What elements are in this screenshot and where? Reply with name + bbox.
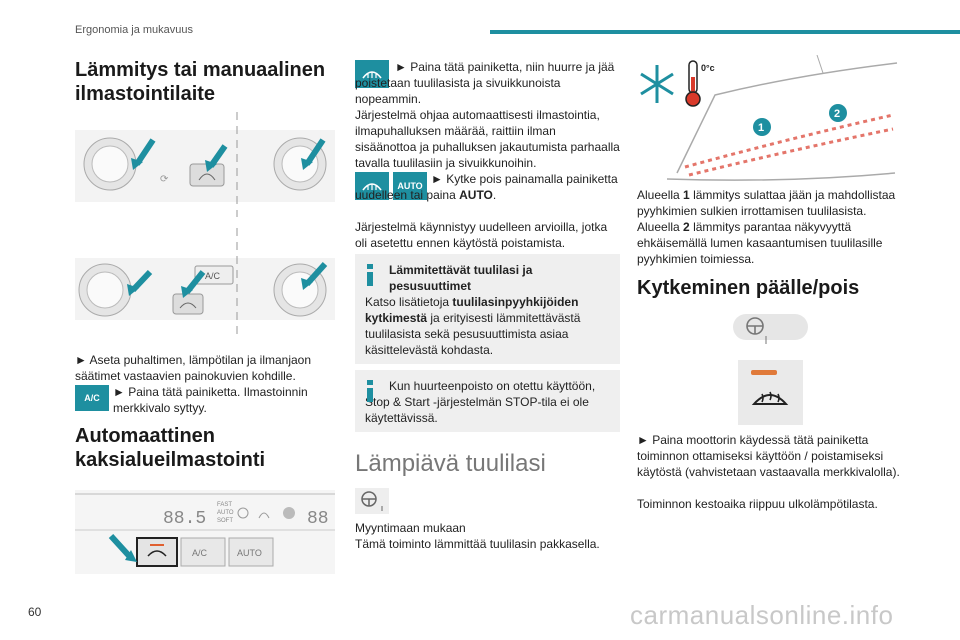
info-box-stop-start: Kun huurteenpoisto on otettu käyttöön, S… [355, 370, 620, 432]
panel-ac-button: A/C [192, 548, 208, 558]
zone1-post: lämmitys sulattaa jään ja mahdollistaa p… [637, 188, 896, 218]
temp-label: 0°c [701, 63, 715, 73]
defrost-icon [362, 71, 382, 79]
defrost-button-badge [355, 60, 389, 88]
para-switch-off: ► Kytke pois painamalla painiketta uudel… [355, 171, 620, 203]
heading-switch-on-off: Kytkeminen päälle/pois [637, 277, 860, 299]
info-box-heated-windscreen: Lämmitettävät tuulilasi ja pesusuuttimet… [355, 254, 620, 364]
figure-manual-panel-1: ⟳ [75, 112, 335, 217]
ac-button-badge: A/C [75, 385, 109, 411]
info-box-pre: Katso lisätietoja [365, 295, 450, 309]
zone2-num: 2 [683, 220, 690, 234]
panel-mode-auto: AUTO [217, 510, 234, 516]
watermark: carmanualsonline.info [630, 600, 894, 630]
section-header: Ergonomia ja mukavuus [75, 24, 194, 36]
indicator-lamp [751, 370, 777, 375]
defrost-button-badge-2 [355, 172, 389, 200]
steering-wheel-icon [733, 312, 808, 346]
zone1-num: 1 [683, 188, 690, 202]
info-box-post: ja erityisesti lämmitettävästä tuulilasi… [365, 311, 581, 357]
para-defrost-press: ► Paina tätä painiketta, niin huurre ja … [355, 60, 615, 106]
windscreen-defrost-icon [751, 391, 789, 405]
para-restart: Järjestelmä käynnistyy uudelleen arvioil… [355, 220, 608, 250]
panel-temp-display: 88.5 [163, 509, 206, 529]
para-zone-1: Alueella 1 lämmitys sulattaa jään ja mah… [637, 187, 902, 219]
figure-manual-panel-2: A/C [75, 228, 335, 340]
zone2-post: lämmitys parantaa näkyvyyttä ehkäisemäll… [637, 220, 883, 266]
header-accent-bar [490, 30, 960, 34]
thermometer-icon [685, 60, 701, 107]
para-zone-2: Alueella 2 lämmitys parantaa näkyvyyttä … [637, 219, 902, 267]
heading-manual-ac: Lämmitys tai manuaalinen ilmastointilait… [75, 59, 326, 105]
defrost-icon [362, 183, 382, 191]
para-system-controls: Järjestelmä ohjaa automaattisesti ilmast… [355, 108, 620, 170]
zone-marker-1: 1 [758, 122, 764, 134]
info-box-link: tuulilasinpyyhkijöiden kytkimestä [365, 295, 579, 325]
para-press-engine-running: ► Paina moottorin käydessä tätä painiket… [637, 433, 900, 479]
switch-off-text: ► Kytke pois painamalla painiketta uudel… [355, 172, 618, 202]
figure-windscreen-zones: 0°c 1 2 [637, 55, 902, 185]
info-box-title: Lämmitettävät tuulilasi ja pesusuuttimet [389, 263, 533, 293]
info-icon [367, 380, 373, 402]
panel-auto-button: AUTO [237, 548, 262, 558]
panel-ac-label: A/C [205, 271, 221, 281]
snowflake-icon [640, 65, 674, 103]
step-set-controls: ► Aseta puhaltimen, lämpötilan ja ilmanj… [75, 353, 312, 383]
info-box-body: Katso lisätietoja tuulilasinpyyhkijöiden… [365, 294, 610, 358]
step-press-ac: ► Paina tätä painiketta. Ilmastoinnin me… [113, 385, 308, 415]
figure-auto-panel: 88.5 FAST AUTO SOFT 88 A/C AUTO [75, 486, 335, 576]
info-box-stop-start-text: Kun huurteenpoisto on otettu käyttöön, S… [365, 379, 596, 425]
steering-wheel-option-icon [355, 488, 389, 514]
info-icon [367, 264, 373, 286]
heading-heated-windscreen: Lämpiävä tuulilasi [355, 450, 546, 477]
panel-temp-display-right: 88 [307, 509, 329, 529]
panel-mode-fast: FAST [217, 502, 232, 508]
zone1-pre: Alueella [637, 188, 680, 202]
para-market: Myyntimaan mukaan [355, 521, 466, 535]
page-number: 60 [28, 605, 42, 619]
zone2-pre: Alueella [637, 220, 680, 234]
para-function: Tämä toiminto lämmittää tuulilasin pakka… [355, 537, 600, 551]
switch-off-auto: AUTO [459, 188, 493, 202]
defrost-button-figure [738, 360, 803, 425]
auto-button-badge: AUTO [393, 172, 427, 200]
zone-marker-2: 2 [834, 108, 840, 120]
heading-auto-dual-zone: Automaattinen kaksialueilmastointi [75, 425, 266, 471]
switch-off-end: . [492, 188, 497, 202]
para-duration: Toiminnon kestoaika riippuu ulkolämpötil… [637, 497, 878, 511]
panel-mode-soft: SOFT [217, 518, 233, 524]
svg-text:⟳: ⟳ [160, 174, 169, 185]
